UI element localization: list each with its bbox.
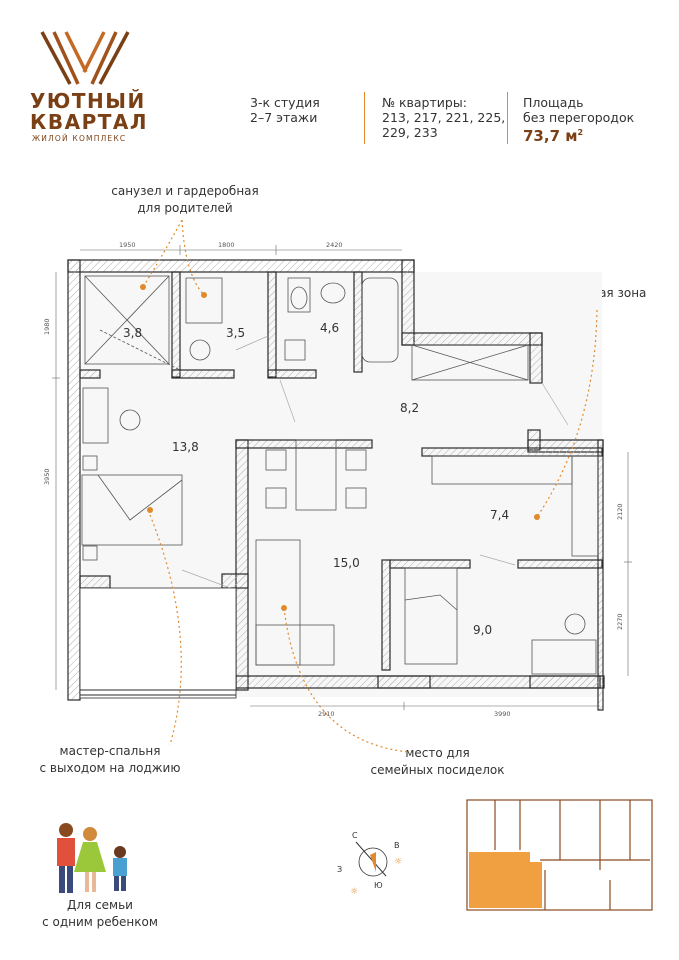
desk-master <box>82 387 109 444</box>
loggia <box>79 587 237 699</box>
leader-dots <box>140 284 540 611</box>
apartment-numbers: № квартиры: 213, 217, 221, 225, 229, 233 <box>382 95 505 140</box>
compass-icon: С В Ю З ☼ ☼ <box>337 831 402 897</box>
logo-title-1: УЮТНЫЙ <box>30 89 146 113</box>
sun-icon-2: ☼ <box>394 857 402 867</box>
room-area-master: 13,8 <box>172 440 199 454</box>
door-swings <box>181 335 569 589</box>
compass-w: З <box>337 865 342 874</box>
mini-floor-map <box>466 799 653 911</box>
room-area-child: 9,0 <box>473 623 492 637</box>
room-area-hall: 8,2 <box>400 401 419 415</box>
family-icon <box>57 823 127 893</box>
walls <box>67 259 605 711</box>
apartment-type: 3-к студия 2–7 этажи <box>250 95 320 125</box>
room-area-bath2: 4,6 <box>320 321 339 335</box>
desk-child <box>531 639 597 675</box>
header-divider-1 <box>364 92 365 144</box>
dining-table <box>295 439 337 511</box>
leader-lines <box>142 219 598 753</box>
type-line2: 2–7 этажи <box>250 110 318 125</box>
kitchen-counter-top <box>411 344 529 381</box>
compass-e: В <box>394 841 400 850</box>
dim-left-2: 3950 <box>43 468 51 485</box>
bed-child <box>404 567 458 665</box>
compass-n: С <box>352 831 358 840</box>
callout-family-place: место для семейных посиделок <box>370 746 505 777</box>
apt-line1: 213, 217, 221, 225, <box>382 110 506 125</box>
apt-line2: 229, 233 <box>382 125 438 140</box>
logo-mark-icon <box>40 31 130 85</box>
chair-icon <box>564 613 586 635</box>
compass-s: Ю <box>374 881 383 890</box>
kitchen-cabinet <box>571 455 599 557</box>
callout-master-bedroom: мастер-спальня с выходом на лоджию <box>39 744 181 775</box>
dim-labels: 1950 1800 2420 1980 3950 2120 2270 2910 … <box>43 241 624 718</box>
room-area-living: 15,0 <box>333 556 360 570</box>
dim-bottom-2: 3990 <box>494 710 511 718</box>
shower-cabin <box>185 277 223 324</box>
dim-right-1: 2120 <box>616 503 624 520</box>
room-area-wardrobe: 3,8 <box>123 326 142 340</box>
room-area-bath1: 3,5 <box>226 326 245 340</box>
dim-right-2: 2270 <box>616 613 624 630</box>
room-labels: 3,8 3,5 4,6 8,2 13,8 15,0 7,4 9,0 <box>123 321 509 637</box>
type-line1: 3-к студия <box>250 95 320 110</box>
wardrobe <box>84 275 170 365</box>
area-label2: без перегородок <box>523 110 635 125</box>
area-block: Площадь без перегородок 73,7 м2 <box>523 95 634 144</box>
bathtub-icon <box>361 277 399 363</box>
logo-title-2: КВАРТАЛ <box>30 110 148 134</box>
family-type-label: Для семьи с одним ребенком <box>42 898 158 929</box>
callout-bath-parents: санузел и гардеробная для родителей <box>111 184 259 215</box>
apartment-highlight <box>469 852 542 908</box>
area-value: 73,7 м2 <box>523 127 584 145</box>
apt-label: № квартиры: <box>382 95 467 110</box>
toilet-icon <box>287 277 311 313</box>
sun-icon: ☼ <box>350 887 358 897</box>
washbasin-icon <box>320 282 346 304</box>
dim-top-3: 2420 <box>326 241 343 249</box>
logo: УЮТНЫЙ КВАРТАЛ ЖИЛОЙ КОМПЛЕКС <box>30 28 146 148</box>
sink-icon <box>189 339 211 361</box>
bed-master <box>81 474 183 546</box>
dimension-lines <box>52 245 632 710</box>
room-area-kitchen: 7,4 <box>490 508 509 522</box>
header-divider-2 <box>507 92 508 144</box>
dim-top-1: 1950 <box>119 241 136 249</box>
logo-subtitle: ЖИЛОЙ КОМПЛЕКС <box>32 134 127 143</box>
dim-bottom-1: 2910 <box>318 710 335 718</box>
dim-left-1: 1980 <box>43 318 51 335</box>
area-label1: Площадь <box>523 95 584 110</box>
dim-top-2: 1800 <box>218 241 235 249</box>
